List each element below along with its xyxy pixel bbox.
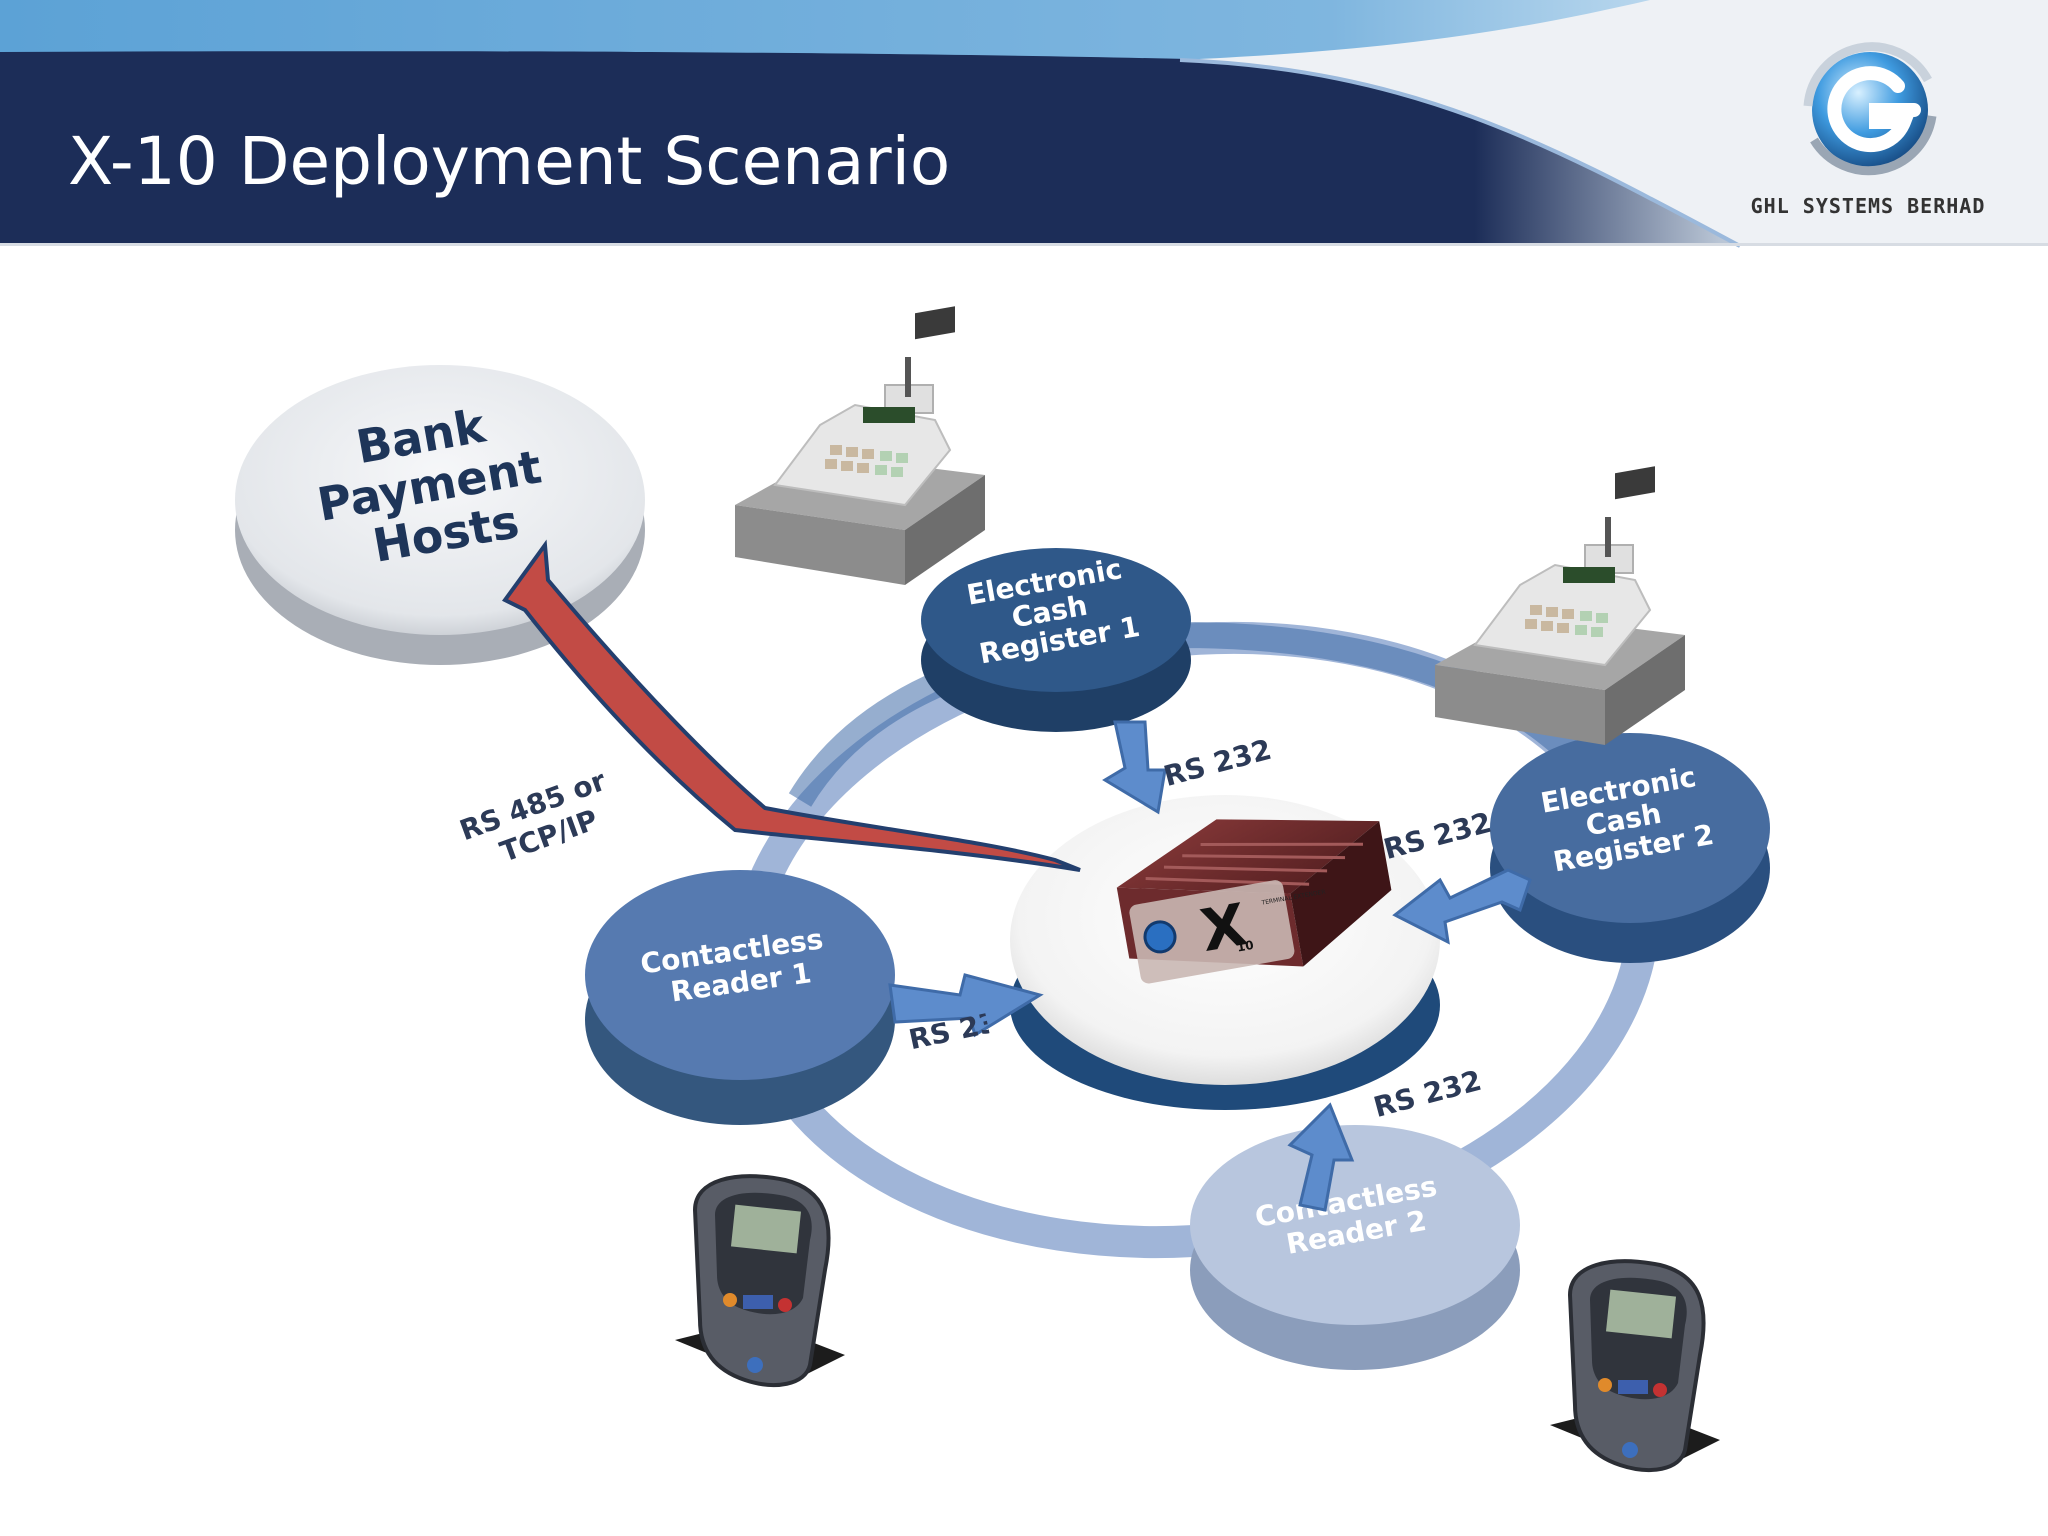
logo-wordmark: GHL SYSTEMS BERHAD xyxy=(1750,194,1986,218)
node-reader-1: Contactless Reader 1 xyxy=(585,870,895,1125)
arrow-hub-to-bank xyxy=(501,539,1081,872)
arrow-ecr2-to-hub xyxy=(1392,868,1532,945)
node-ecr-1: Electronic Cash Register 1 xyxy=(921,548,1191,732)
header-underline xyxy=(0,243,2048,246)
link-label-bank: RS 485 or TCP/IP xyxy=(455,761,631,880)
arrow-reader1-to-hub xyxy=(888,973,1044,1038)
header-swoosh-edge xyxy=(1179,58,1741,248)
node-ecr-2: Electronic Cash Register 2 xyxy=(1490,733,1770,963)
arrow-ecr1-to-hub xyxy=(1102,720,1167,815)
x10-terminal-extender-device: X 10 TERMINAL EXTENDER xyxy=(1116,819,1392,984)
cash-register-icon xyxy=(735,306,985,585)
ghl-logo-icon xyxy=(1803,42,1937,176)
card-reader-icon xyxy=(675,1174,845,1387)
card-reader-icon xyxy=(1550,1259,1720,1472)
arrow-reader2-to-hub xyxy=(1287,1102,1355,1212)
device-subscript: 10 xyxy=(1236,938,1255,955)
cash-register-icon xyxy=(1435,466,1685,745)
link-label-ecr2: RS 232 xyxy=(1380,806,1495,866)
node-reader-2: Contactless Reader 2 xyxy=(1190,1125,1520,1370)
link-label-ecr1: RS 232 xyxy=(1160,733,1275,793)
page-title: X-10 Deployment Scenario xyxy=(68,123,951,200)
